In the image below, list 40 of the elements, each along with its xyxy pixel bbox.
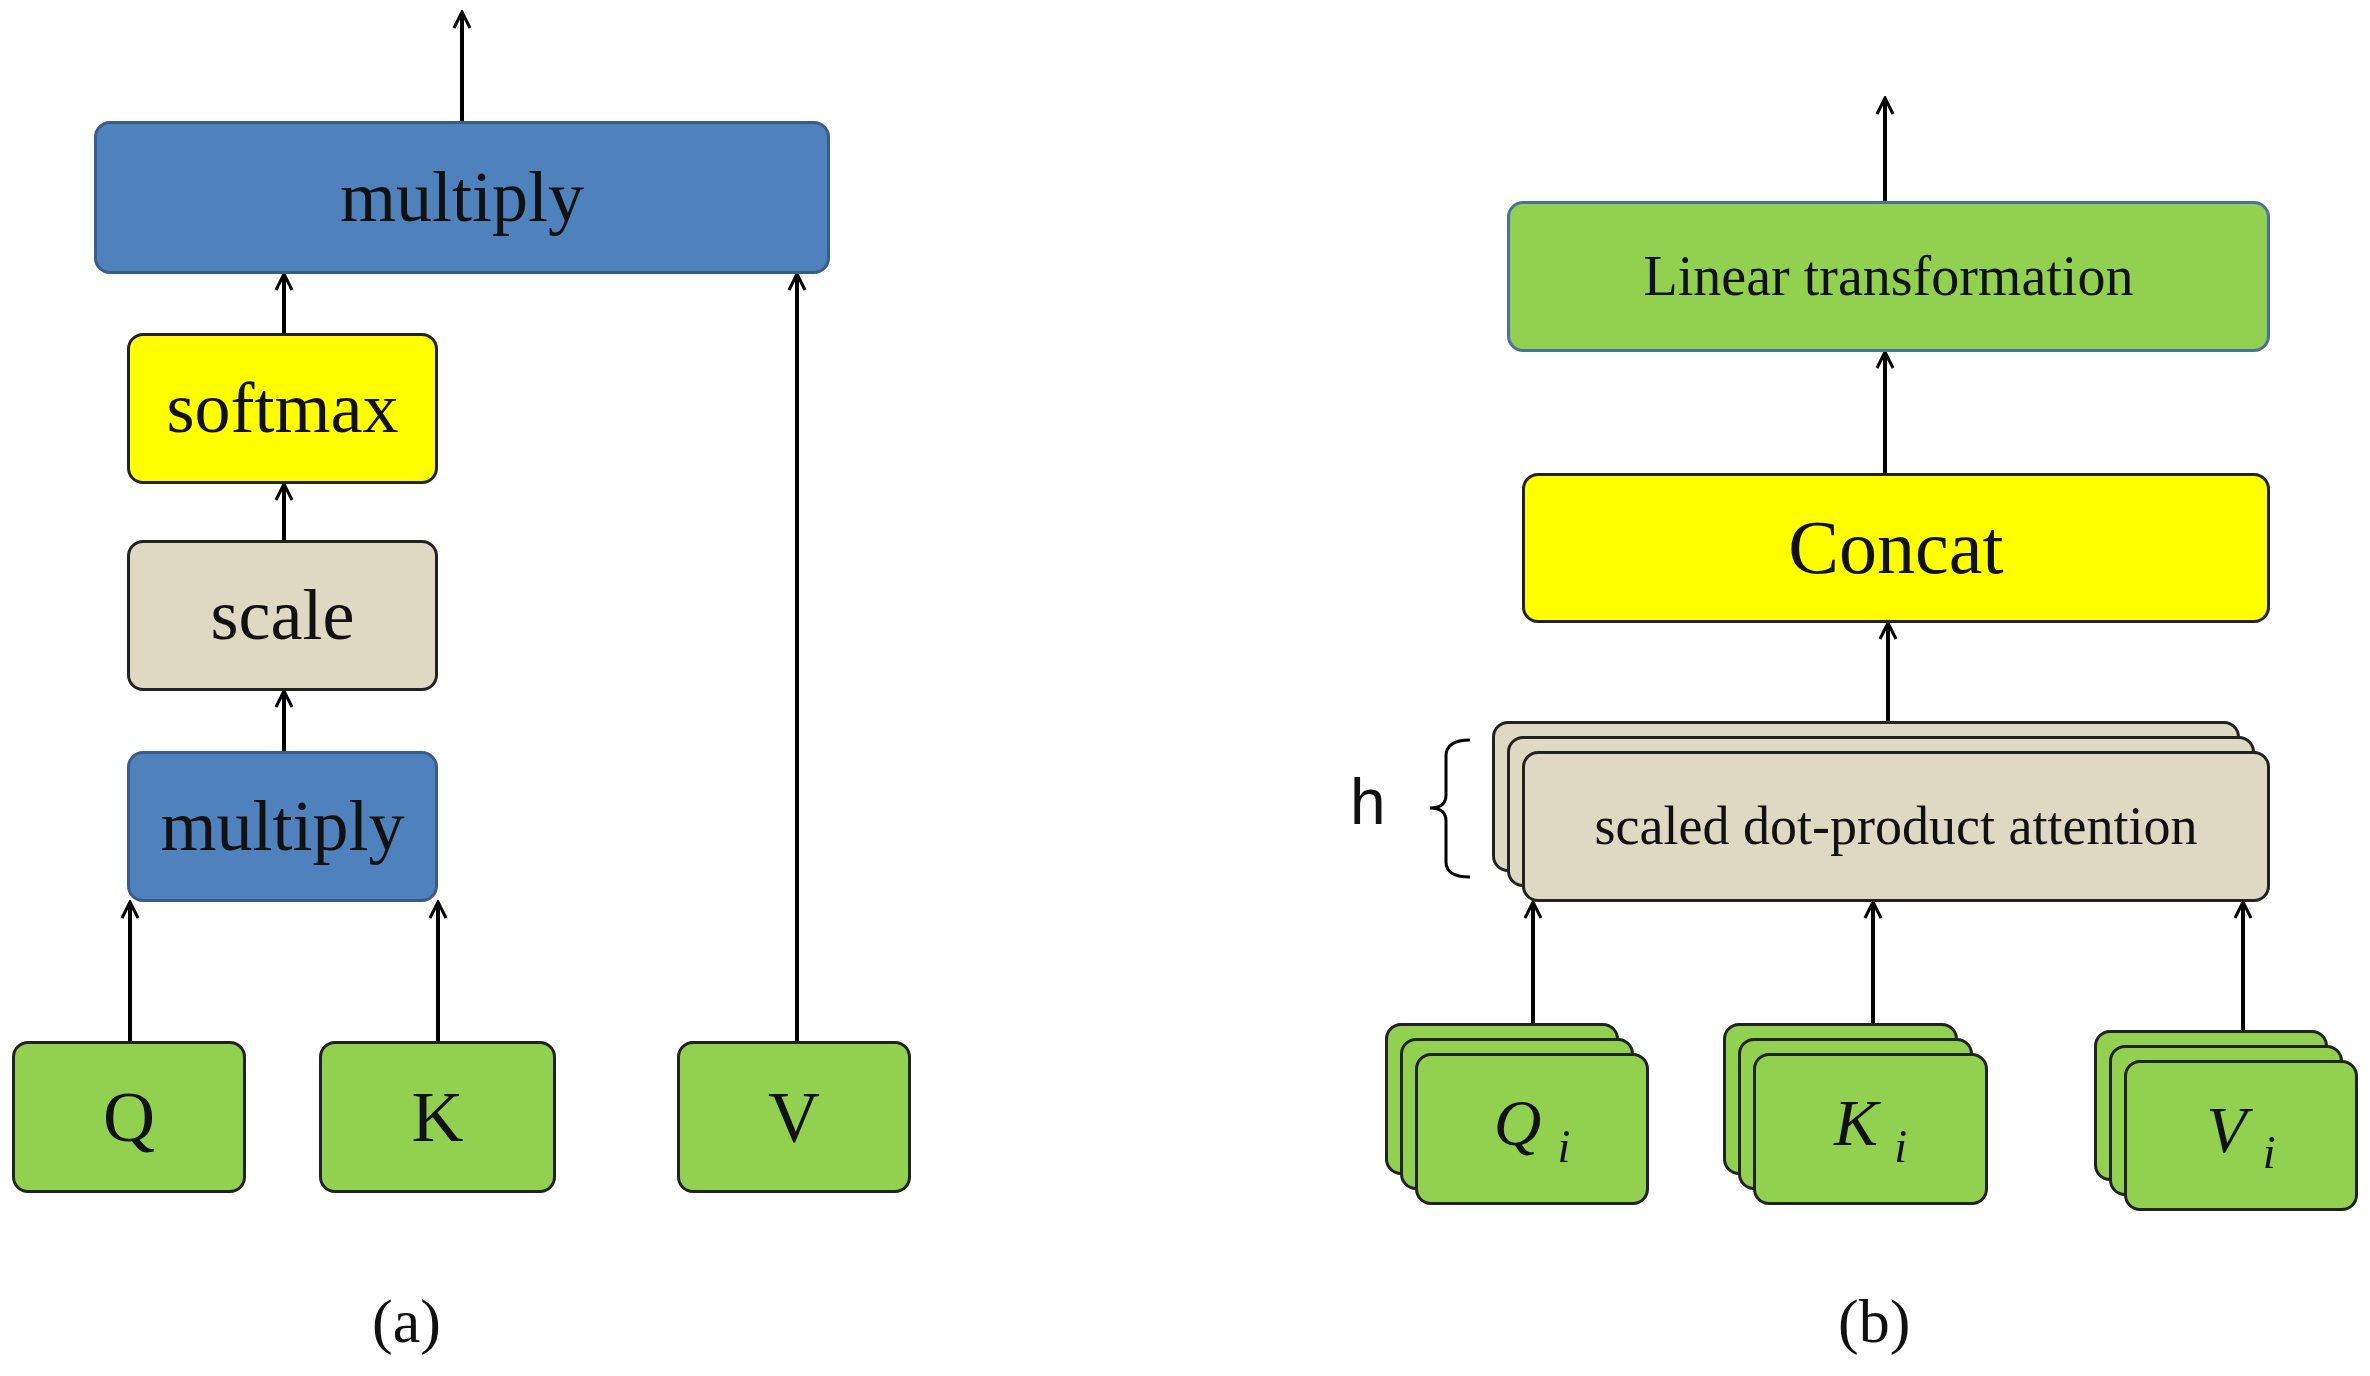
node-label: Concat	[1787, 504, 2005, 592]
process-box	[1507, 201, 2270, 352]
node-label: V$_{i}$	[2205, 1091, 2277, 1180]
arrow	[1878, 621, 1898, 721]
arrow	[274, 482, 294, 540]
stacked-process-box	[1385, 1023, 1649, 1205]
arrow	[428, 900, 448, 1041]
arrow	[120, 900, 140, 1041]
node-label: K	[410, 1075, 465, 1159]
arrow	[2233, 900, 2253, 1030]
stacked-process-box	[2094, 1030, 2358, 1211]
arrow	[1875, 96, 1895, 201]
process-box	[94, 121, 830, 274]
arrow	[1863, 900, 1883, 1023]
arrow	[274, 272, 294, 333]
process-box	[677, 1041, 911, 1193]
stacked-process-box	[1492, 721, 2270, 902]
node-label: Q$_{i}$	[1492, 1085, 1572, 1173]
arrow	[1875, 350, 1895, 473]
arrow	[787, 272, 807, 1041]
node-label: K$_{i}$	[1832, 1085, 1908, 1173]
arrow	[1523, 900, 1543, 1023]
process-box	[319, 1041, 556, 1193]
arrow	[452, 10, 472, 121]
process-box	[1522, 473, 2270, 623]
process-box	[12, 1041, 246, 1193]
node-label: scale	[209, 574, 356, 657]
process-box	[127, 751, 438, 902]
node-label: Linear transformation	[1642, 244, 2135, 309]
node-label: Q	[102, 1075, 156, 1159]
node-label: multiply	[339, 156, 585, 239]
process-box	[127, 333, 438, 484]
process-box	[127, 540, 438, 691]
node-label: V	[767, 1075, 821, 1159]
arrow	[274, 689, 294, 751]
stacked-process-box	[1723, 1023, 1988, 1205]
head-count-label: h	[1350, 770, 1386, 834]
node-label: scaled dot-product attention	[1593, 795, 2199, 858]
node-label: softmax	[165, 367, 400, 450]
node-label: multiply	[159, 785, 406, 868]
